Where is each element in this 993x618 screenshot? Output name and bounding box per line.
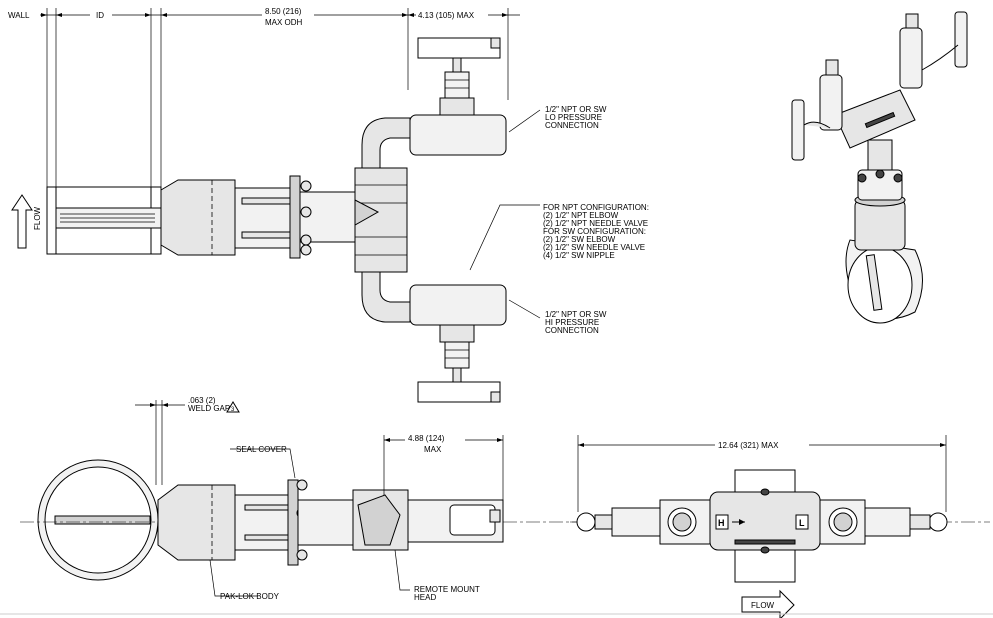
remote-line1: REMOTE MOUNT [414,585,480,594]
top-right-max: 4.13 (105) MAX [418,11,475,20]
lo-line2: LO PRESSURE [545,113,602,122]
lo-line1: 1/2" NPT OR SW [545,105,607,114]
config-line-5: (2) 1/2" SW NEEDLE VALVE [543,243,645,252]
hi-line1: 1/2" NPT OR SW [545,310,607,319]
config-line-6: (4) 1/2" SW NIPPLE [543,251,615,260]
wall-label: WALL [8,11,30,20]
config-line-2: (2) 1/2" NPT NEEDLE VALVE [543,219,648,228]
config-line-0: FOR NPT CONFIGURATION: [543,203,649,212]
config-line-3: FOR SW CONFIGURATION: [543,227,646,236]
odh-label: MAX ODH [265,18,303,27]
lo-line3: CONNECTION [545,121,599,130]
flow-left-label: FLOW [33,206,42,230]
side-view [11,8,541,403]
weld-gap-note: 3 [231,407,235,413]
front-view [570,435,990,618]
odh-value: 8.50 (216) [265,7,302,16]
config-line-1: (2) 1/2" NPT ELBOW [543,211,619,220]
config-line-4: (2) 1/2" SW ELBOW [543,235,616,244]
id-label-text: ID [96,11,104,20]
weld-gap-value: .063 (2) [188,396,216,405]
remote-line2: HEAD [414,593,436,602]
seal-cover-label: SEAL COVER [236,445,287,454]
pak-lok-label: PAK-LOK BODY [220,592,280,601]
head-label: MAX [424,445,442,454]
manifold-l: L [799,518,805,528]
width-max: 12.64 (321) MAX [718,441,779,450]
isometric-view [791,11,968,324]
weld-gap-label: WELD GAP [188,404,230,413]
hi-line3: CONNECTION [545,326,599,335]
head-value: 4.88 (124) [408,434,445,443]
hi-line2: HI PRESSURE [545,318,599,327]
manifold-h: H [718,518,725,528]
top-view [20,400,600,597]
flow-bottom-label: FLOW [751,601,775,610]
